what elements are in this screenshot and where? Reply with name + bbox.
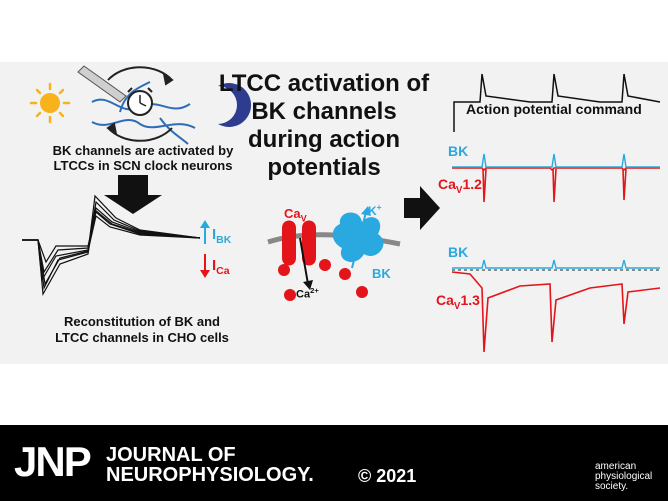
right-arrow-icon: [404, 186, 440, 230]
figure-title: LTCC activation of BK channels during ac…: [215, 70, 433, 182]
cav12-label: CaV1.2: [438, 176, 482, 196]
caption-line-1: Reconstitution of BK and: [64, 314, 220, 329]
ica-label: ICa: [212, 257, 230, 277]
figure-art: [22, 65, 661, 353]
journal-footer: [0, 425, 668, 501]
bk-activated-caption: BK channels are activated by LTCCs in SC…: [12, 143, 274, 173]
copyright: © 2021: [358, 466, 417, 486]
title-line-2: BK channels: [251, 98, 397, 125]
calcium-ion-label: Ca2+: [296, 286, 319, 301]
bk-trace-label-2: BK: [448, 244, 469, 260]
k-ion-label: K+: [368, 202, 382, 218]
journal-line-1: JOURNAL OF: [106, 444, 236, 466]
bk-trace-label-1: BK: [448, 143, 469, 159]
bk-channel-label: BK: [372, 266, 391, 281]
journal-line-2: NEUROPHYSIOLOGY.: [106, 464, 314, 486]
caption-line-2: LTCCs in SCN clock neurons: [53, 158, 233, 173]
title-line-3: during action: [248, 126, 400, 153]
cav13-label: CaV1.3: [436, 292, 480, 312]
channel-diagram: [267, 206, 401, 301]
cav-label: CaV: [284, 206, 307, 224]
moon-icon: [218, 83, 252, 127]
cav13-traces: [451, 259, 661, 353]
caption-line-1: BK channels are activated by: [52, 143, 234, 158]
ibk-label: IBK: [212, 226, 232, 246]
alarm-clock-icon: [127, 87, 153, 116]
caption-line-2: LTCC channels in CHO cells: [55, 330, 229, 345]
pipette-icon: [77, 65, 127, 103]
title-line-4: potentials: [267, 154, 381, 181]
sun-icon: [29, 82, 71, 124]
cycle-arrows-icon: [106, 66, 174, 142]
current-traces: [22, 194, 201, 296]
cav12-traces: [452, 153, 660, 203]
down-arrow-icon: [104, 175, 162, 214]
ap-command-label: Action potential command: [466, 101, 642, 117]
title-line-1: LTCC activation of: [218, 70, 430, 97]
current-direction-arrows: [200, 220, 210, 278]
reconstitution-caption: Reconstitution of BK and LTCC channels i…: [18, 314, 266, 346]
journal-name: JOURNAL OF NEUROPHYSIOLOGY.: [106, 445, 314, 485]
ap-command-trace: [453, 73, 661, 132]
jnp-logo: JNP: [14, 438, 92, 485]
society-logo: american physiological society.: [595, 461, 653, 492]
